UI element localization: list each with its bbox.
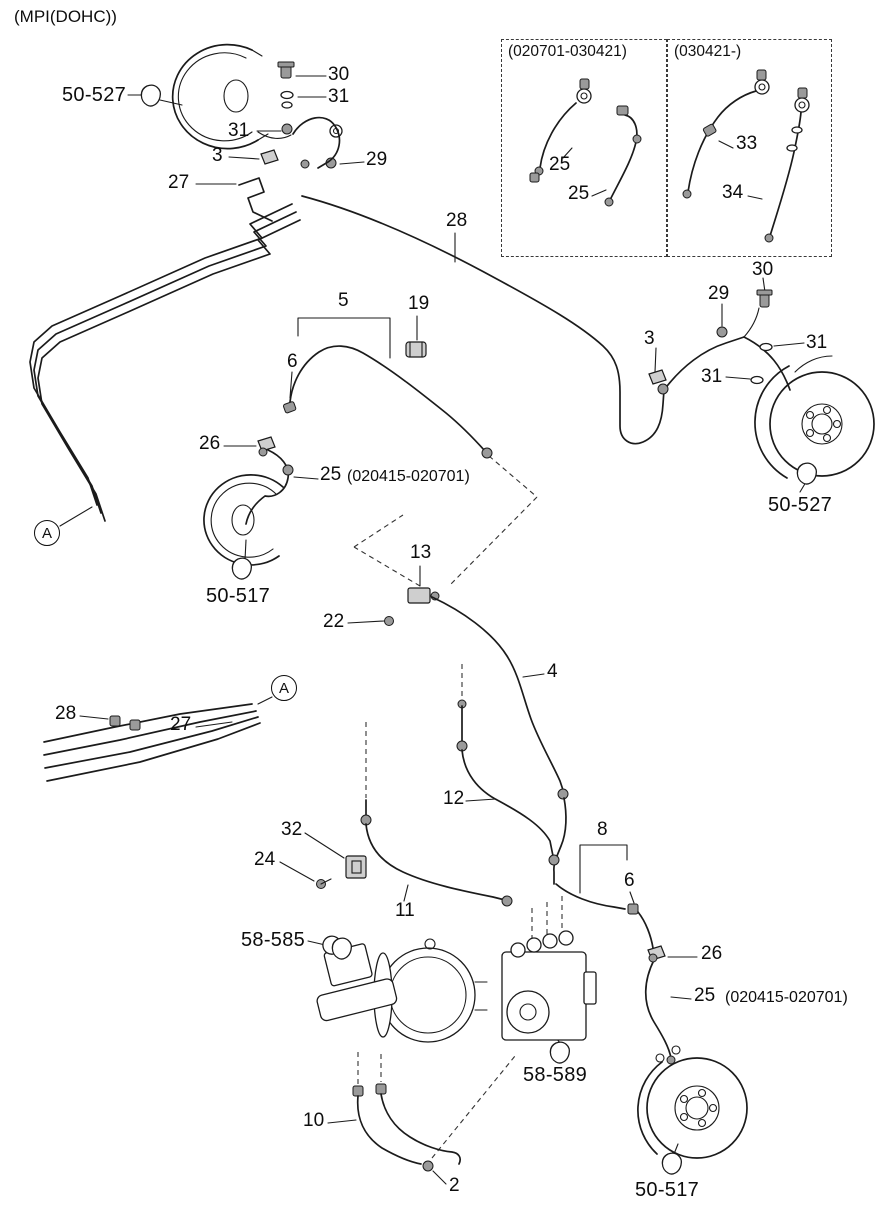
abs-hydraulic-unit [501,930,597,1041]
date-range-upper: (020415-020701) [347,468,470,485]
callout-31-right-a: 31 [806,332,828,353]
callout-3-right: 3 [644,328,655,349]
brake-booster-master-cylinder [316,935,488,1043]
main-brake-pipe-bundle [29,203,301,522]
brake-disc-front-right [754,355,875,479]
balloon-icon [231,557,252,580]
section-marker-a-mid: A [271,675,297,701]
rear-right-pipe-and-hose [555,883,676,1065]
callout-leader-lines [59,75,807,1185]
callout-29-right: 29 [708,283,730,304]
junction-13-and-pipes [316,587,569,907]
brake-pipe-5-assembly [282,341,493,459]
date-range-lower: (020415-020701) [725,989,848,1006]
callout-34-inset2: 34 [722,182,744,203]
callout-11: 11 [395,900,415,921]
inset-late-hoses [682,69,810,243]
callout-31-topleft-a: 31 [328,86,350,107]
brake-pipe-28 [301,195,665,445]
callout-24: 24 [254,849,276,870]
balloon-icon [661,1152,682,1175]
dust-shield-50-517-left [203,474,284,566]
callout-19: 19 [408,293,430,314]
callout-8: 8 [597,819,608,840]
callout-31-right-b: 31 [701,366,723,387]
master-cylinder-pipes-10-2 [352,1083,462,1172]
callout-27-bottomleft: 27 [170,714,192,735]
inset-box-early-range: (020701-030421) [501,39,667,257]
callout-30-right: 30 [752,259,774,280]
front-right-hose-and-fittings [648,289,791,395]
callout-27-topleft: 27 [168,172,190,193]
callout-29-topleft: 29 [366,149,388,170]
callout-5: 5 [338,290,349,311]
callout-12: 12 [443,788,465,809]
callout-10: 10 [303,1110,325,1131]
balloon-icon [140,84,161,107]
callout-26-upper: 26 [199,433,221,454]
callout-31-topleft-b: 31 [228,120,250,141]
callout-3-topleft: 3 [212,145,223,166]
part-code-58-585: 58-585 [241,929,306,951]
section-marker-a-left: A [34,520,60,546]
callout-25-upper: 25 [320,464,342,485]
callout-4: 4 [547,661,558,682]
callout-32: 32 [281,819,303,840]
callout-22: 22 [323,611,345,632]
callout-25-inset1-b: 25 [568,183,590,204]
callout-28-bottomleft: 28 [55,703,77,724]
brake-disc-rear-right [637,1045,748,1159]
inset-early-hoses [529,78,642,207]
front-left-hose-and-fittings [238,61,343,222]
callout-2: 2 [449,1175,460,1196]
callout-26-lower: 26 [701,943,723,964]
part-code-50-517-left: 50-517 [206,585,271,607]
callout-30-topleft: 30 [328,64,350,85]
balloon-icon [549,1041,570,1064]
part-code-50-527-right: 50-527 [768,494,833,516]
engine-variant-label: (MPI(DOHC)) [14,7,117,26]
dust-shield-front-left [171,43,269,150]
balloon-icon [796,462,817,485]
inset-title-late: (030421-) [674,43,742,60]
part-code-58-589: 58-589 [523,1064,588,1086]
callout-28-top: 28 [446,210,468,231]
inset-box-late-range: (030421-) [667,39,832,257]
callout-13: 13 [410,542,432,563]
balloon-icon [331,937,352,960]
callout-6-upper: 6 [287,351,298,372]
callout-25-inset1-a: 25 [549,154,571,175]
front-left-brake-hose-25 [245,436,294,525]
callout-6-lower: 6 [624,870,635,891]
callout-25-lower: 25 [694,985,716,1006]
rear-brake-pipe-bundle [43,703,261,782]
inset-title-early: (020701-030421) [508,43,627,60]
callout-33-inset2: 33 [736,133,758,154]
part-code-50-517-bottomright: 50-517 [635,1179,700,1201]
part-code-50-527-topleft: 50-527 [62,84,127,106]
